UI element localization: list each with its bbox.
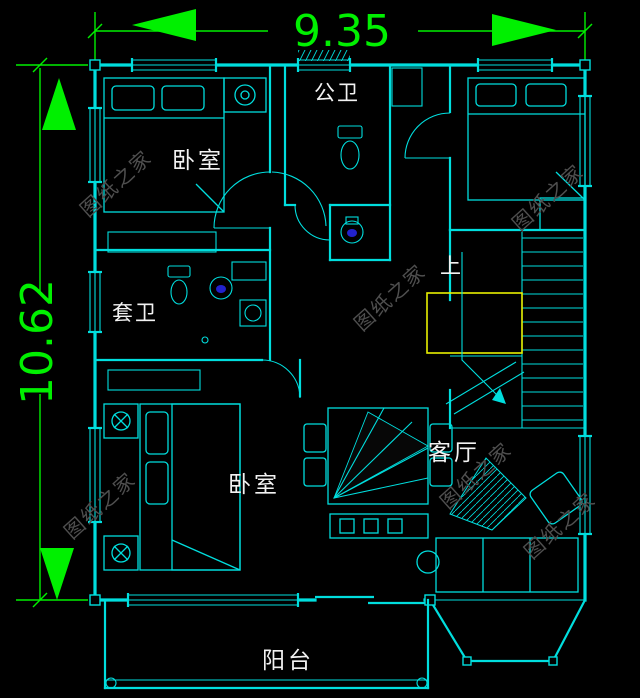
toilet-tank (337, 125, 363, 139)
room-label-public-bathroom: 公卫 (314, 81, 360, 105)
rug (449, 457, 527, 531)
sink (340, 220, 364, 244)
side-table (416, 550, 440, 574)
room-label-living-room: 客厅 (428, 440, 480, 466)
floor-drain (201, 336, 209, 344)
sofa-group (416, 457, 583, 593)
closets (107, 231, 267, 391)
dining-set (303, 407, 453, 539)
interior-walls (93, 63, 587, 430)
sink (209, 276, 233, 300)
stair-direction-arrowhead-icon (492, 388, 506, 404)
watermark-text: 图纸之家 (349, 259, 430, 336)
stair-opening-highlight (426, 292, 523, 354)
toilet-bowl (170, 279, 188, 305)
room-label-balcony: 阳台 (262, 648, 314, 674)
dim-arrow-top-left-icon (132, 9, 196, 41)
toilet-bowl (340, 140, 360, 170)
window (476, 58, 554, 72)
room-label-bedroom-top: 卧室 (172, 148, 224, 174)
stairs: 上 (426, 232, 583, 428)
room-label-bedroom-bottom: 卧室 (228, 472, 280, 498)
vent-shaft (391, 67, 423, 107)
armchair (529, 471, 583, 525)
wall-hatch (298, 50, 350, 61)
room-label-ensuite-bathroom: 套卫 (112, 301, 158, 325)
dim-arrow-left-up-icon (42, 78, 76, 130)
window (578, 434, 592, 536)
dimension-annotations: 9.35 10.62 (12, 6, 593, 608)
window (130, 58, 218, 72)
bed-bottom-left (103, 403, 241, 571)
window (88, 270, 102, 334)
stairs-up-label: 上 (440, 254, 463, 278)
bed-top-left (103, 77, 267, 213)
balcony (103, 598, 430, 690)
dimension-height-label: 10.62 (12, 279, 63, 405)
watermark-text: 图纸之家 (75, 145, 156, 222)
bed-top-right (467, 77, 586, 231)
window (88, 426, 102, 524)
dim-arrow-left-down-icon (40, 548, 74, 600)
sliding-door (315, 595, 425, 605)
room-labels: 卧室 公卫 套卫 卧室 客厅 阳台 (112, 81, 480, 674)
window (126, 593, 300, 607)
washing-machine (239, 299, 267, 327)
dim-arrow-top-right-icon (492, 14, 556, 46)
window (88, 106, 102, 184)
bathroom-fixtures (167, 125, 364, 344)
doors (213, 112, 451, 399)
toilet-tank (167, 265, 191, 278)
dimension-width-label: 9.35 (293, 6, 391, 57)
